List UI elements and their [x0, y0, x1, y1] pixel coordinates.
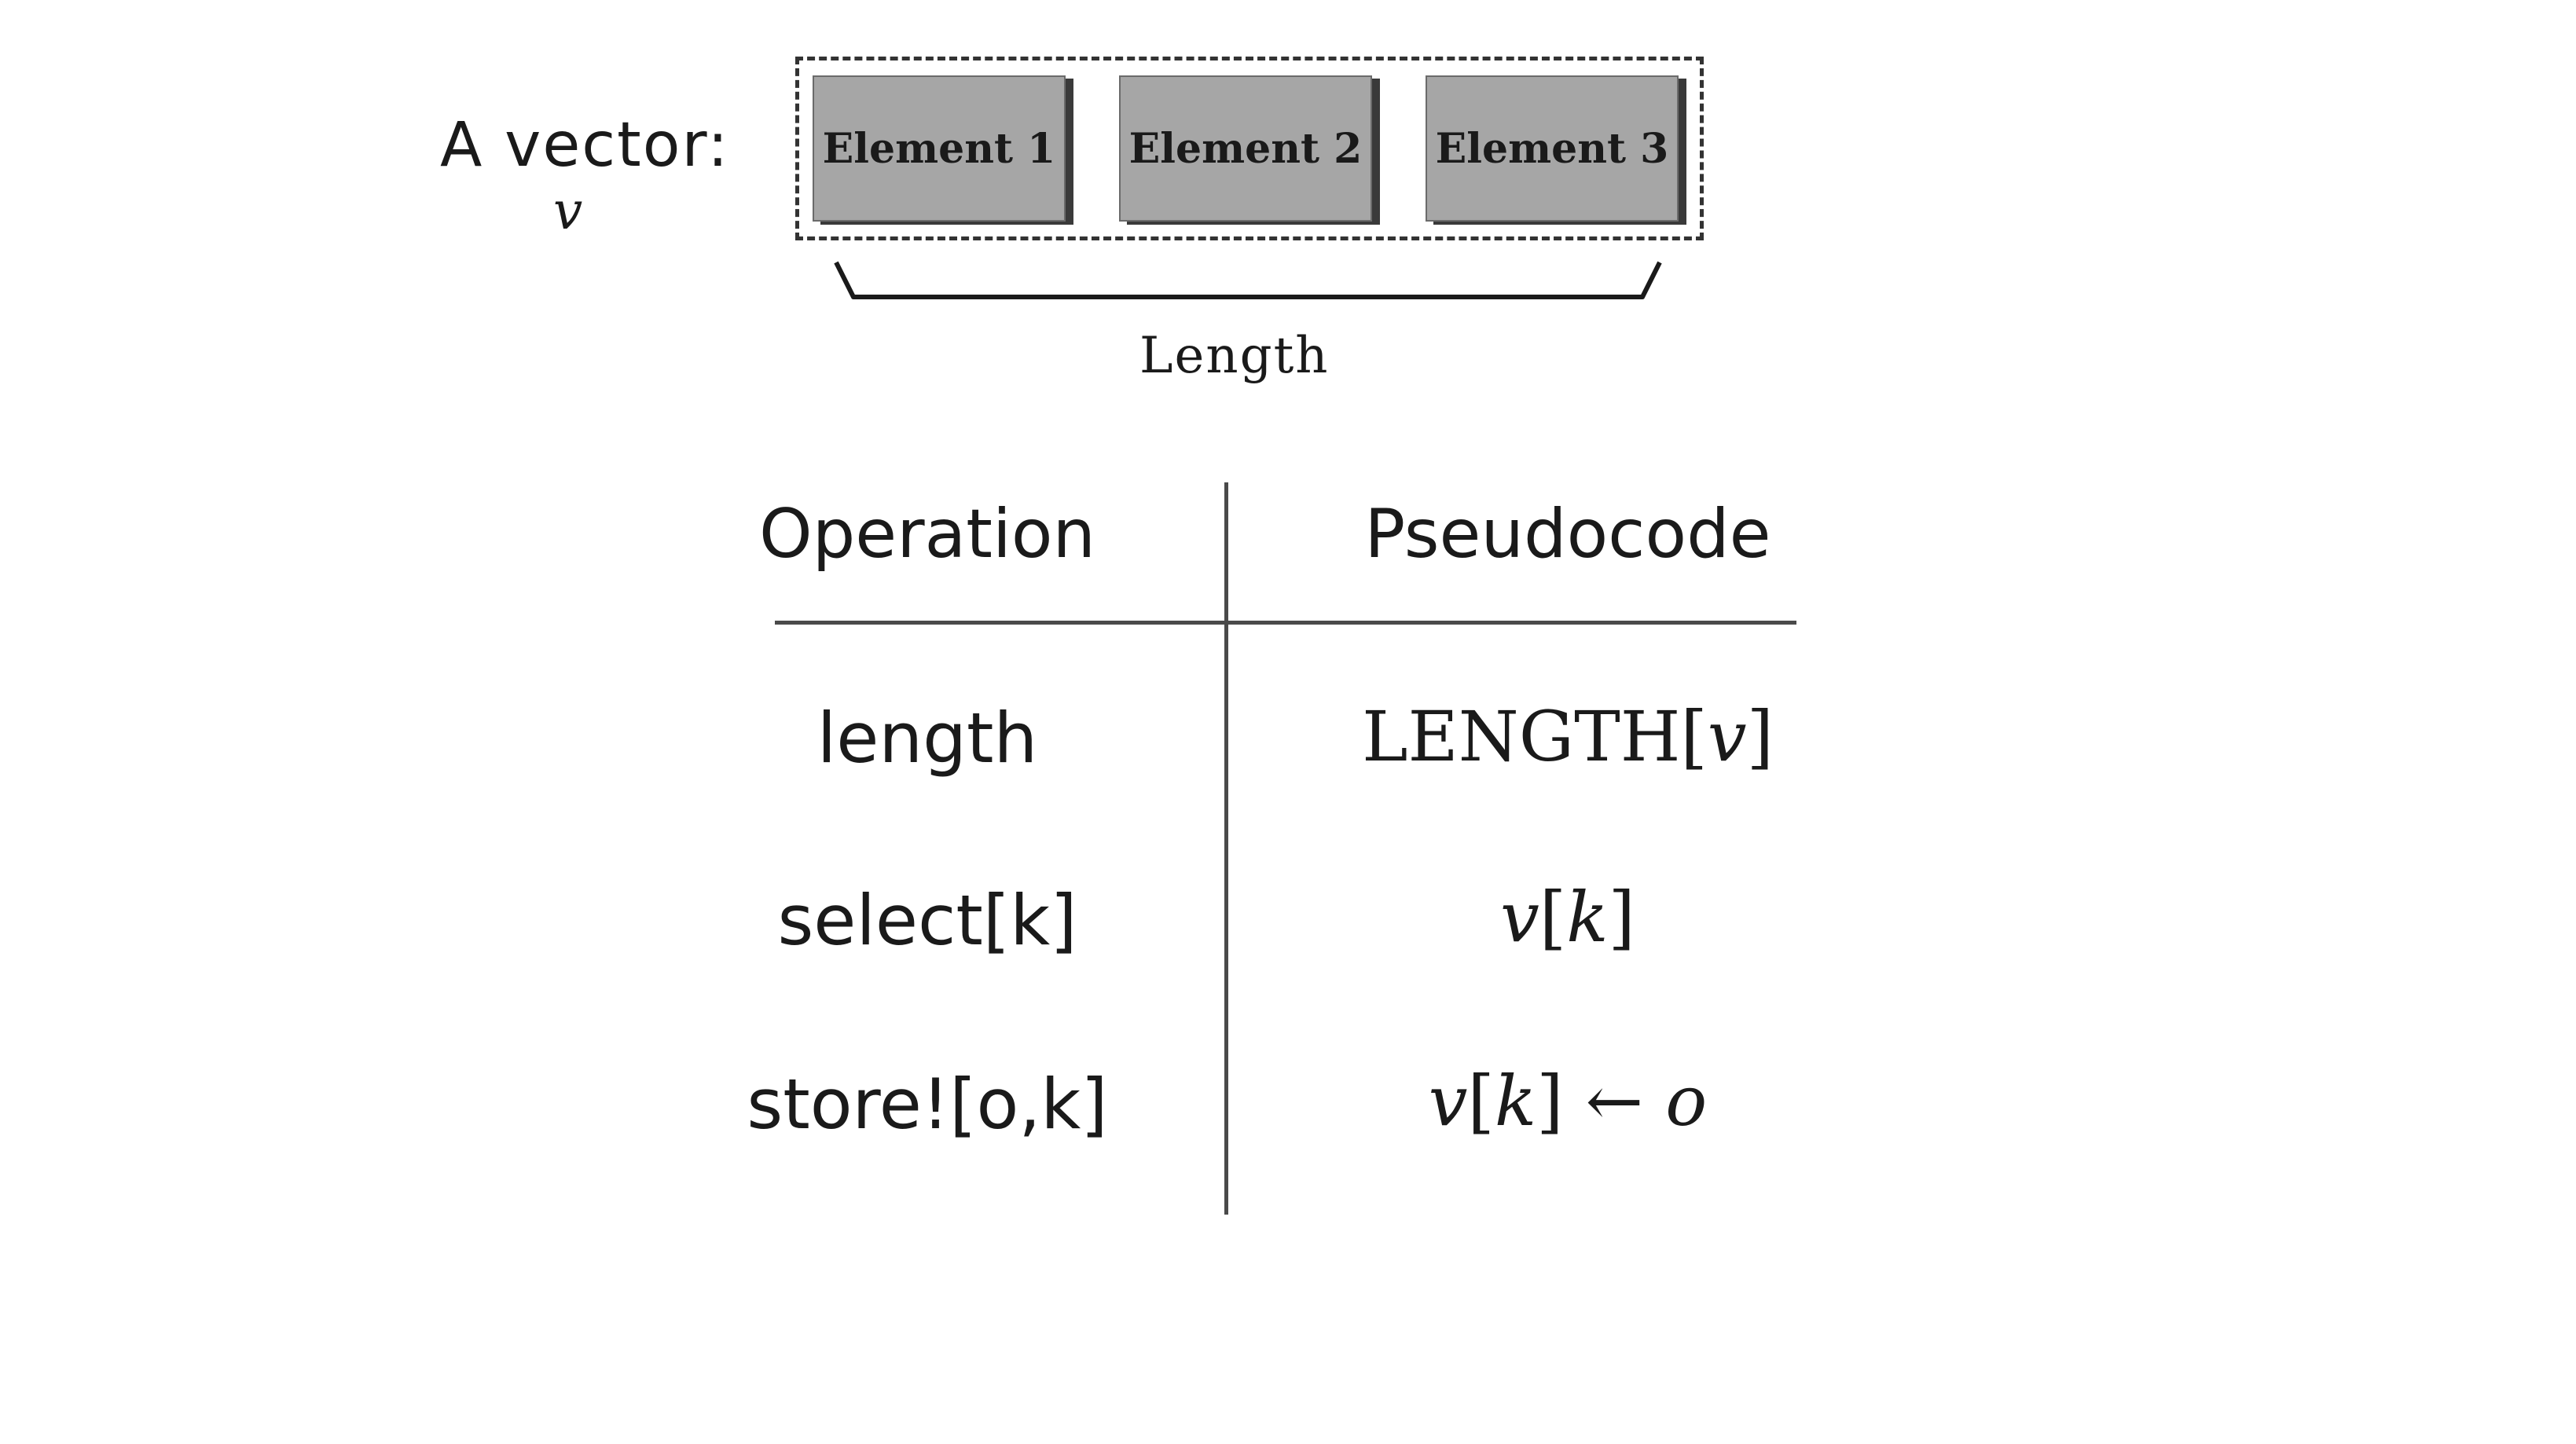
operation-select: select[k]: [777, 880, 1077, 961]
length-brace: [834, 261, 1662, 299]
vector-container: [795, 57, 1704, 240]
header-operation: Operation: [759, 495, 1095, 574]
header-pseudocode: Pseudocode: [1364, 495, 1771, 574]
vector-variable: v: [553, 181, 583, 241]
header-rule: [775, 621, 1796, 625]
pseudocode-select: v[k]: [1500, 877, 1635, 958]
vector-element-1: Element 1: [813, 75, 1066, 222]
length-caption: Length: [1139, 327, 1330, 385]
operation-store: store![o,k]: [747, 1064, 1108, 1145]
operation-length: length: [816, 698, 1038, 779]
pseudocode-length: LENGTH[v]: [1362, 696, 1774, 777]
vector-element-2: Element 2: [1119, 75, 1372, 222]
column-rule: [1224, 482, 1228, 1215]
vector-label: A vector:: [440, 110, 730, 181]
vector-element-3: Element 3: [1426, 75, 1679, 222]
pseudocode-store: v[k] ← o: [1428, 1061, 1708, 1142]
